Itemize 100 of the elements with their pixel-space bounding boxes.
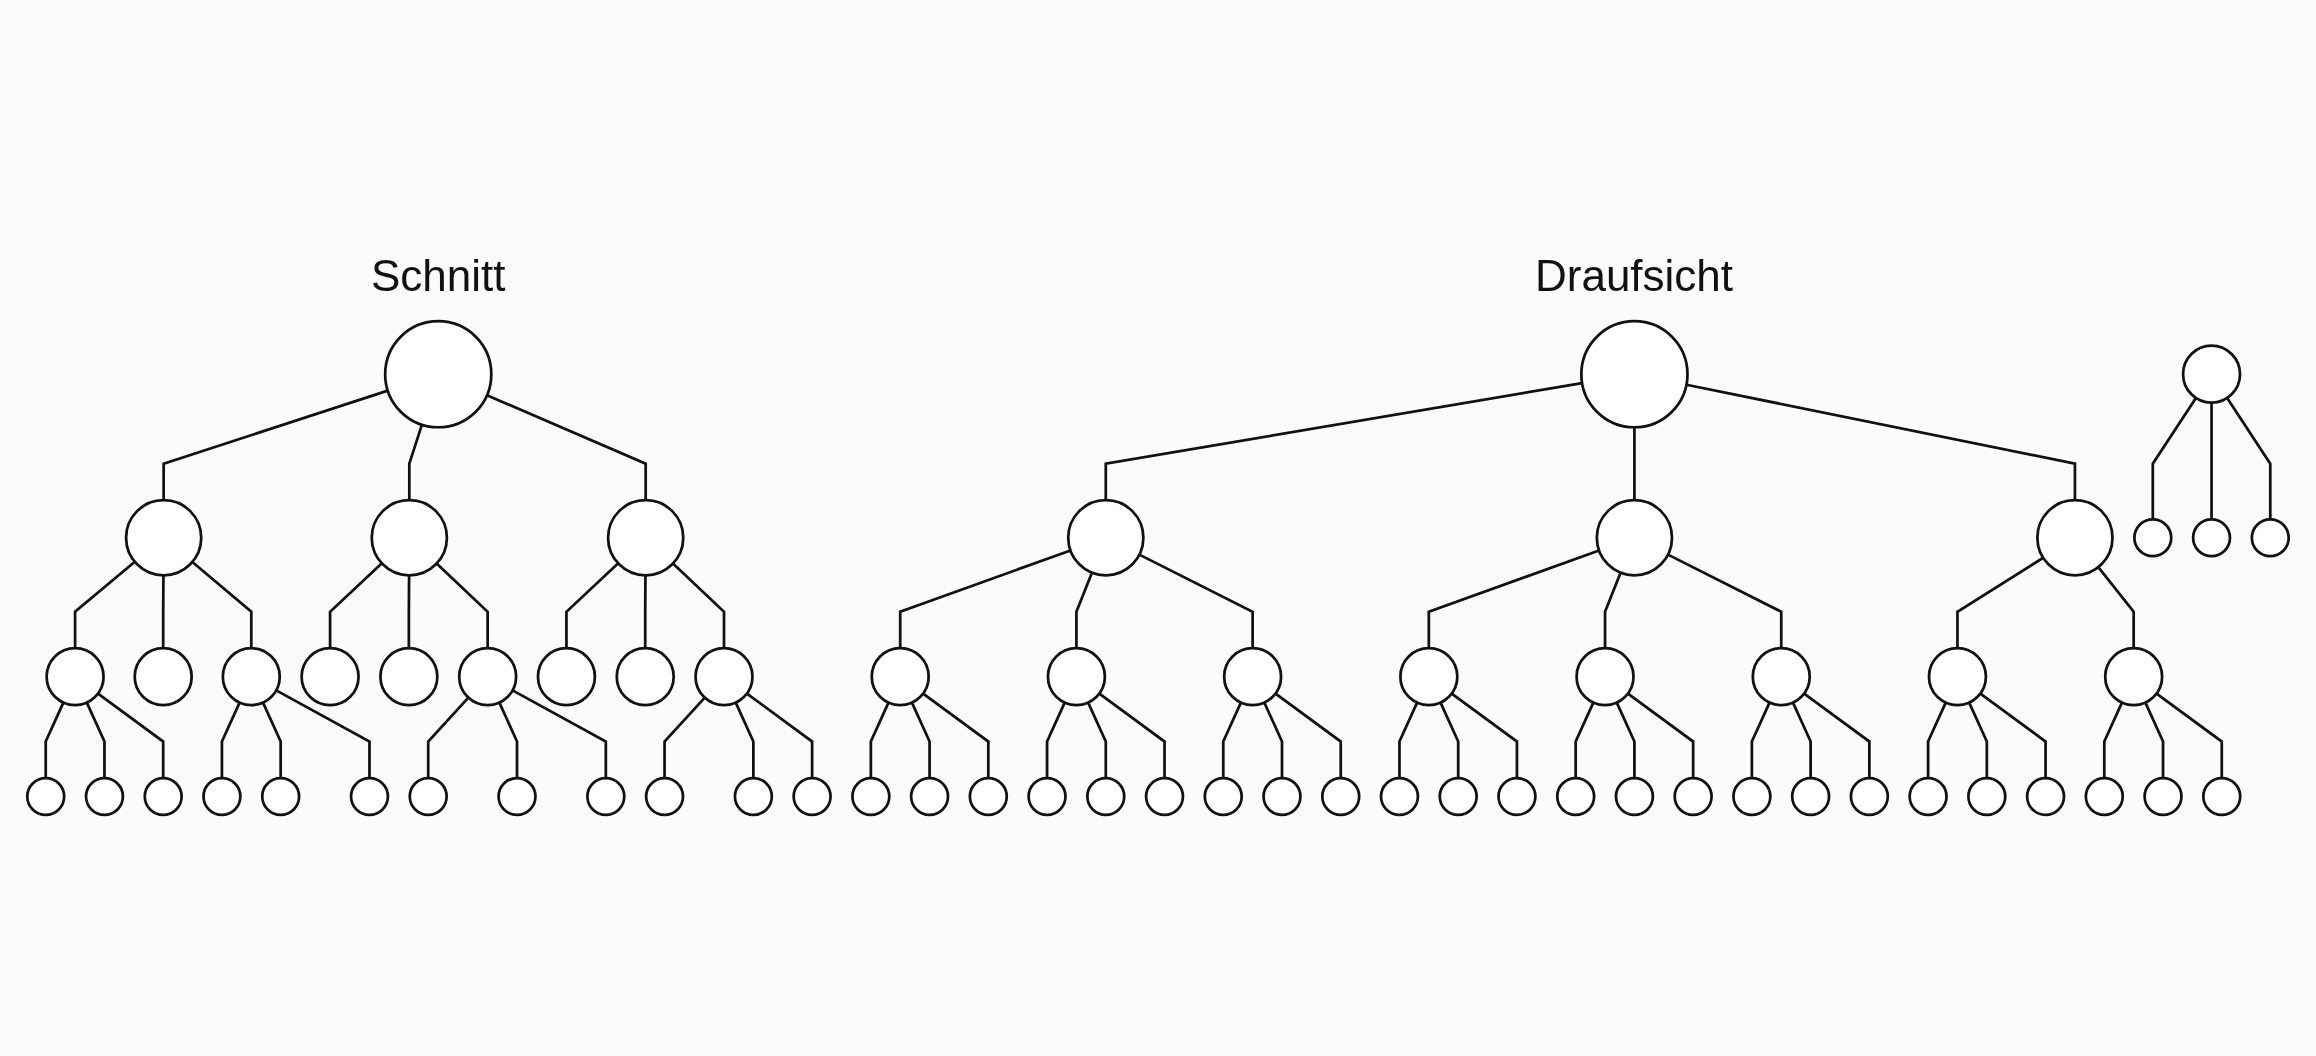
connector [261,702,283,778]
node-circle [2143,776,2183,817]
node-circle [383,319,493,429]
connector [73,560,136,649]
node-circle [1046,646,1107,707]
connector [407,575,411,649]
connector [734,702,755,778]
connector [498,702,519,778]
node-circle [408,776,448,817]
connector [1427,549,1600,649]
connector [435,562,489,649]
node-circle [1849,776,1890,817]
node-circle [1614,776,1655,817]
connector [511,689,608,778]
node-circle [644,776,685,817]
node-circle [1222,646,1283,707]
node-circle [1203,776,1244,817]
node-circle [497,776,537,817]
node-circle [1927,646,1988,707]
node-circle [1908,776,1948,817]
connector [1045,702,1066,778]
view-heading: Draufsicht [1535,251,1734,302]
node-circle [221,646,282,707]
connector [1967,702,1989,778]
connector [1615,702,1636,778]
connector [2102,702,2124,778]
node-circle [694,646,754,707]
connector [1439,702,1460,778]
connector [746,692,814,778]
connector [1686,383,2077,501]
connector [898,549,1071,649]
connector [1979,692,2047,778]
node-circle [124,498,203,577]
connector [910,702,931,778]
node-circle [45,646,105,707]
node-circle [1732,776,1772,817]
connector [663,696,706,778]
connector [1221,702,1243,778]
connector [162,389,389,501]
node-circle [370,498,449,577]
node-circle [733,776,774,817]
node-circle [457,646,518,707]
node-circle [1379,776,1420,817]
connector [191,560,253,649]
connector [922,692,990,778]
connector [1627,692,1695,778]
connector [1633,427,1636,501]
connector [1138,553,1254,649]
connector [2226,397,2272,520]
connector [565,562,620,649]
node-circle [615,646,676,707]
node-circle [2201,776,2242,817]
node-circle [84,776,125,817]
node-circle [1262,776,1302,817]
connector [1574,702,1595,778]
node-circle [536,646,597,707]
node-circle [1575,646,1635,707]
node-circle [1580,319,1689,429]
node-circle [1790,776,1831,817]
node-circle [2181,344,2242,404]
node-circle [792,776,832,817]
node-circle [2191,517,2232,558]
connector [275,689,371,778]
connector [2097,566,2136,649]
node-circle [1066,498,1145,577]
node-circle [2036,498,2114,577]
node-circle [1673,776,1713,817]
connector [869,702,890,778]
node-circle [909,776,950,817]
connector [1926,702,1947,778]
connector [426,696,470,778]
node-circle [1320,776,1361,817]
connector [1104,381,1583,501]
connector [643,575,647,649]
connector [328,562,383,649]
connector [1263,702,1284,778]
node-circle [2250,517,2291,558]
node-circle [1027,776,1067,817]
connector [44,702,65,778]
node-circle [1967,776,2007,817]
node-circle [133,646,193,707]
node-circle [1555,776,1596,817]
connector [1274,692,1343,778]
node-circle [1086,776,1126,817]
connector [1450,692,1519,778]
node-circle [2133,517,2173,558]
node-circle [586,776,626,817]
connector [1791,702,1812,778]
node-circle [1438,776,1478,817]
node-circle [2103,646,2164,707]
connector [161,575,165,649]
connector [1398,702,1419,778]
view-heading: Schnitt [371,251,506,302]
node-circle [2084,776,2125,817]
node-circle [349,776,390,817]
node-circle [379,646,439,707]
connector [1603,572,1622,649]
connector [672,562,726,649]
node-circle [2025,776,2066,817]
node-circle [968,776,1009,817]
